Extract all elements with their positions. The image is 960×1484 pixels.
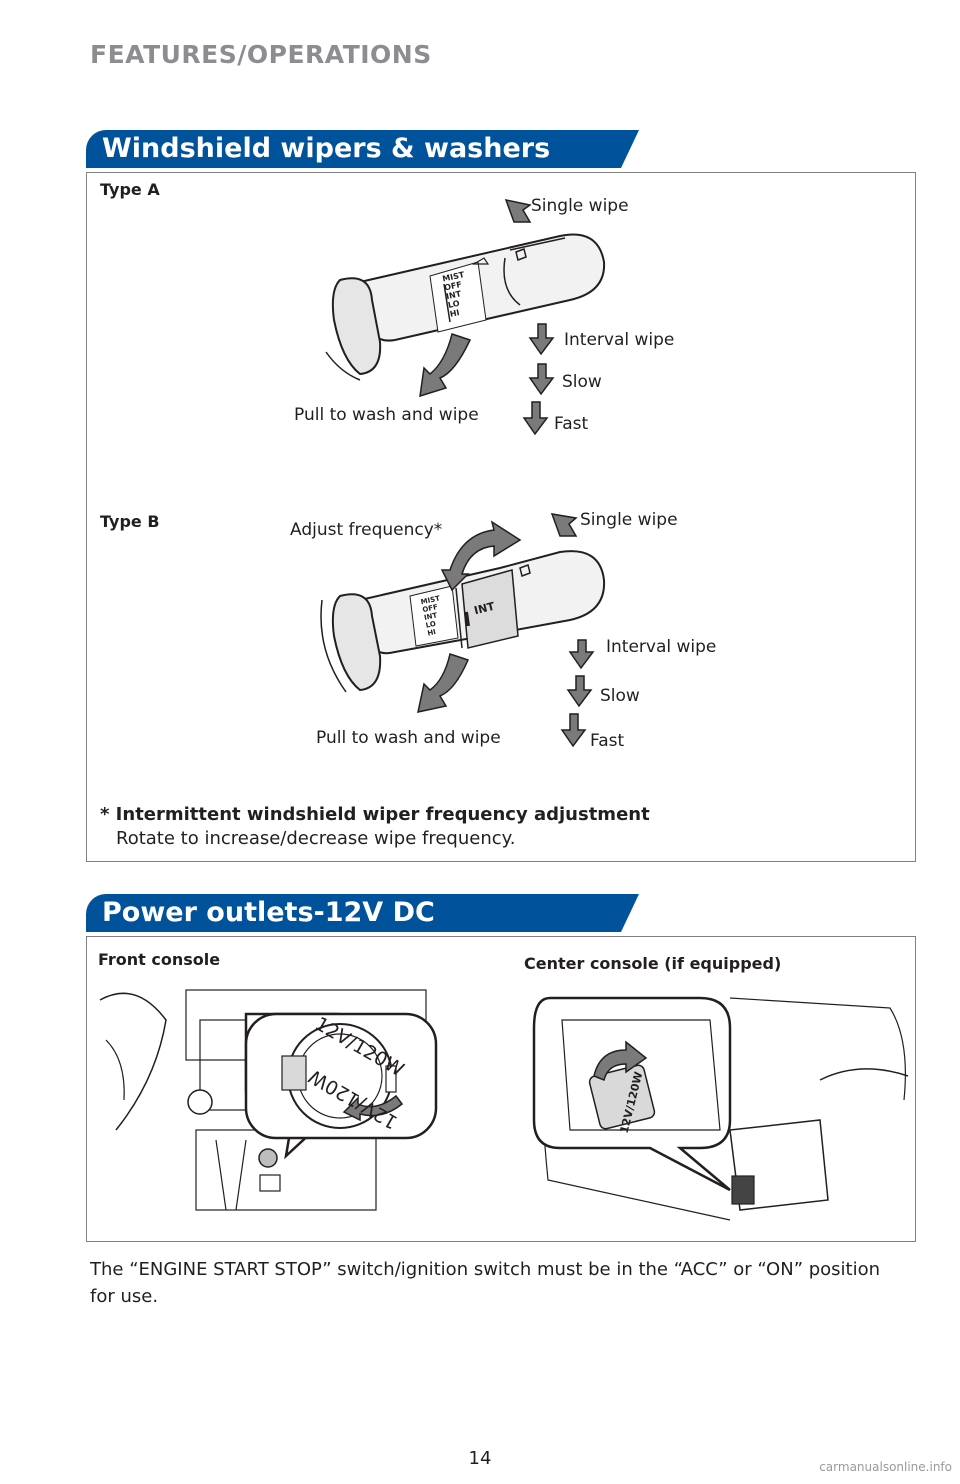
type-a-interval-wipe: Interval wipe — [564, 330, 675, 350]
power-usage-note: The “ENGINE START STOP” switch/ignition … — [90, 1259, 881, 1307]
note-title: * Intermittent windshield wiper frequenc… — [100, 804, 650, 825]
center-console-label: Center console (if equipped) — [524, 954, 782, 973]
type-a-stalk-illustration — [325, 198, 606, 436]
type-a-pull-wash: Pull to wash and wipe — [294, 405, 479, 425]
type-a-slow: Slow — [562, 372, 602, 392]
footer-watermark: carmanualsonline.info — [819, 1460, 952, 1474]
type-b-interval-wipe: Interval wipe — [606, 637, 717, 657]
type-b-label: Type B — [100, 512, 160, 531]
wipers-section-title: Windshield wipers & washers — [86, 130, 639, 168]
note-body: Rotate to increase/decrease wipe frequen… — [116, 828, 516, 849]
type-a-fast: Fast — [554, 414, 589, 434]
type-a-single-wipe: Single wipe — [531, 196, 629, 216]
type-b-single-wipe: Single wipe — [580, 510, 678, 530]
front-console-label: Front console — [98, 950, 221, 969]
front-console-illustration — [99, 989, 438, 1211]
section-header: FEATURES/OPERATIONS — [90, 40, 432, 69]
type-b-slow: Slow — [600, 686, 640, 706]
type-b-pull-wash: Pull to wash and wipe — [316, 728, 501, 748]
type-b-adjust-frequency: Adjust frequency* — [290, 520, 443, 540]
center-console-illustration — [532, 996, 909, 1221]
type-b-stalk-illustration — [320, 513, 606, 748]
page-number: 14 — [468, 1448, 492, 1469]
type-a-label: Type A — [100, 180, 160, 199]
type-b-fast: Fast — [590, 731, 625, 751]
wipers-panel — [86, 172, 916, 862]
power-panel — [86, 936, 916, 1242]
power-section-title: Power outlets-12V DC — [86, 894, 639, 932]
